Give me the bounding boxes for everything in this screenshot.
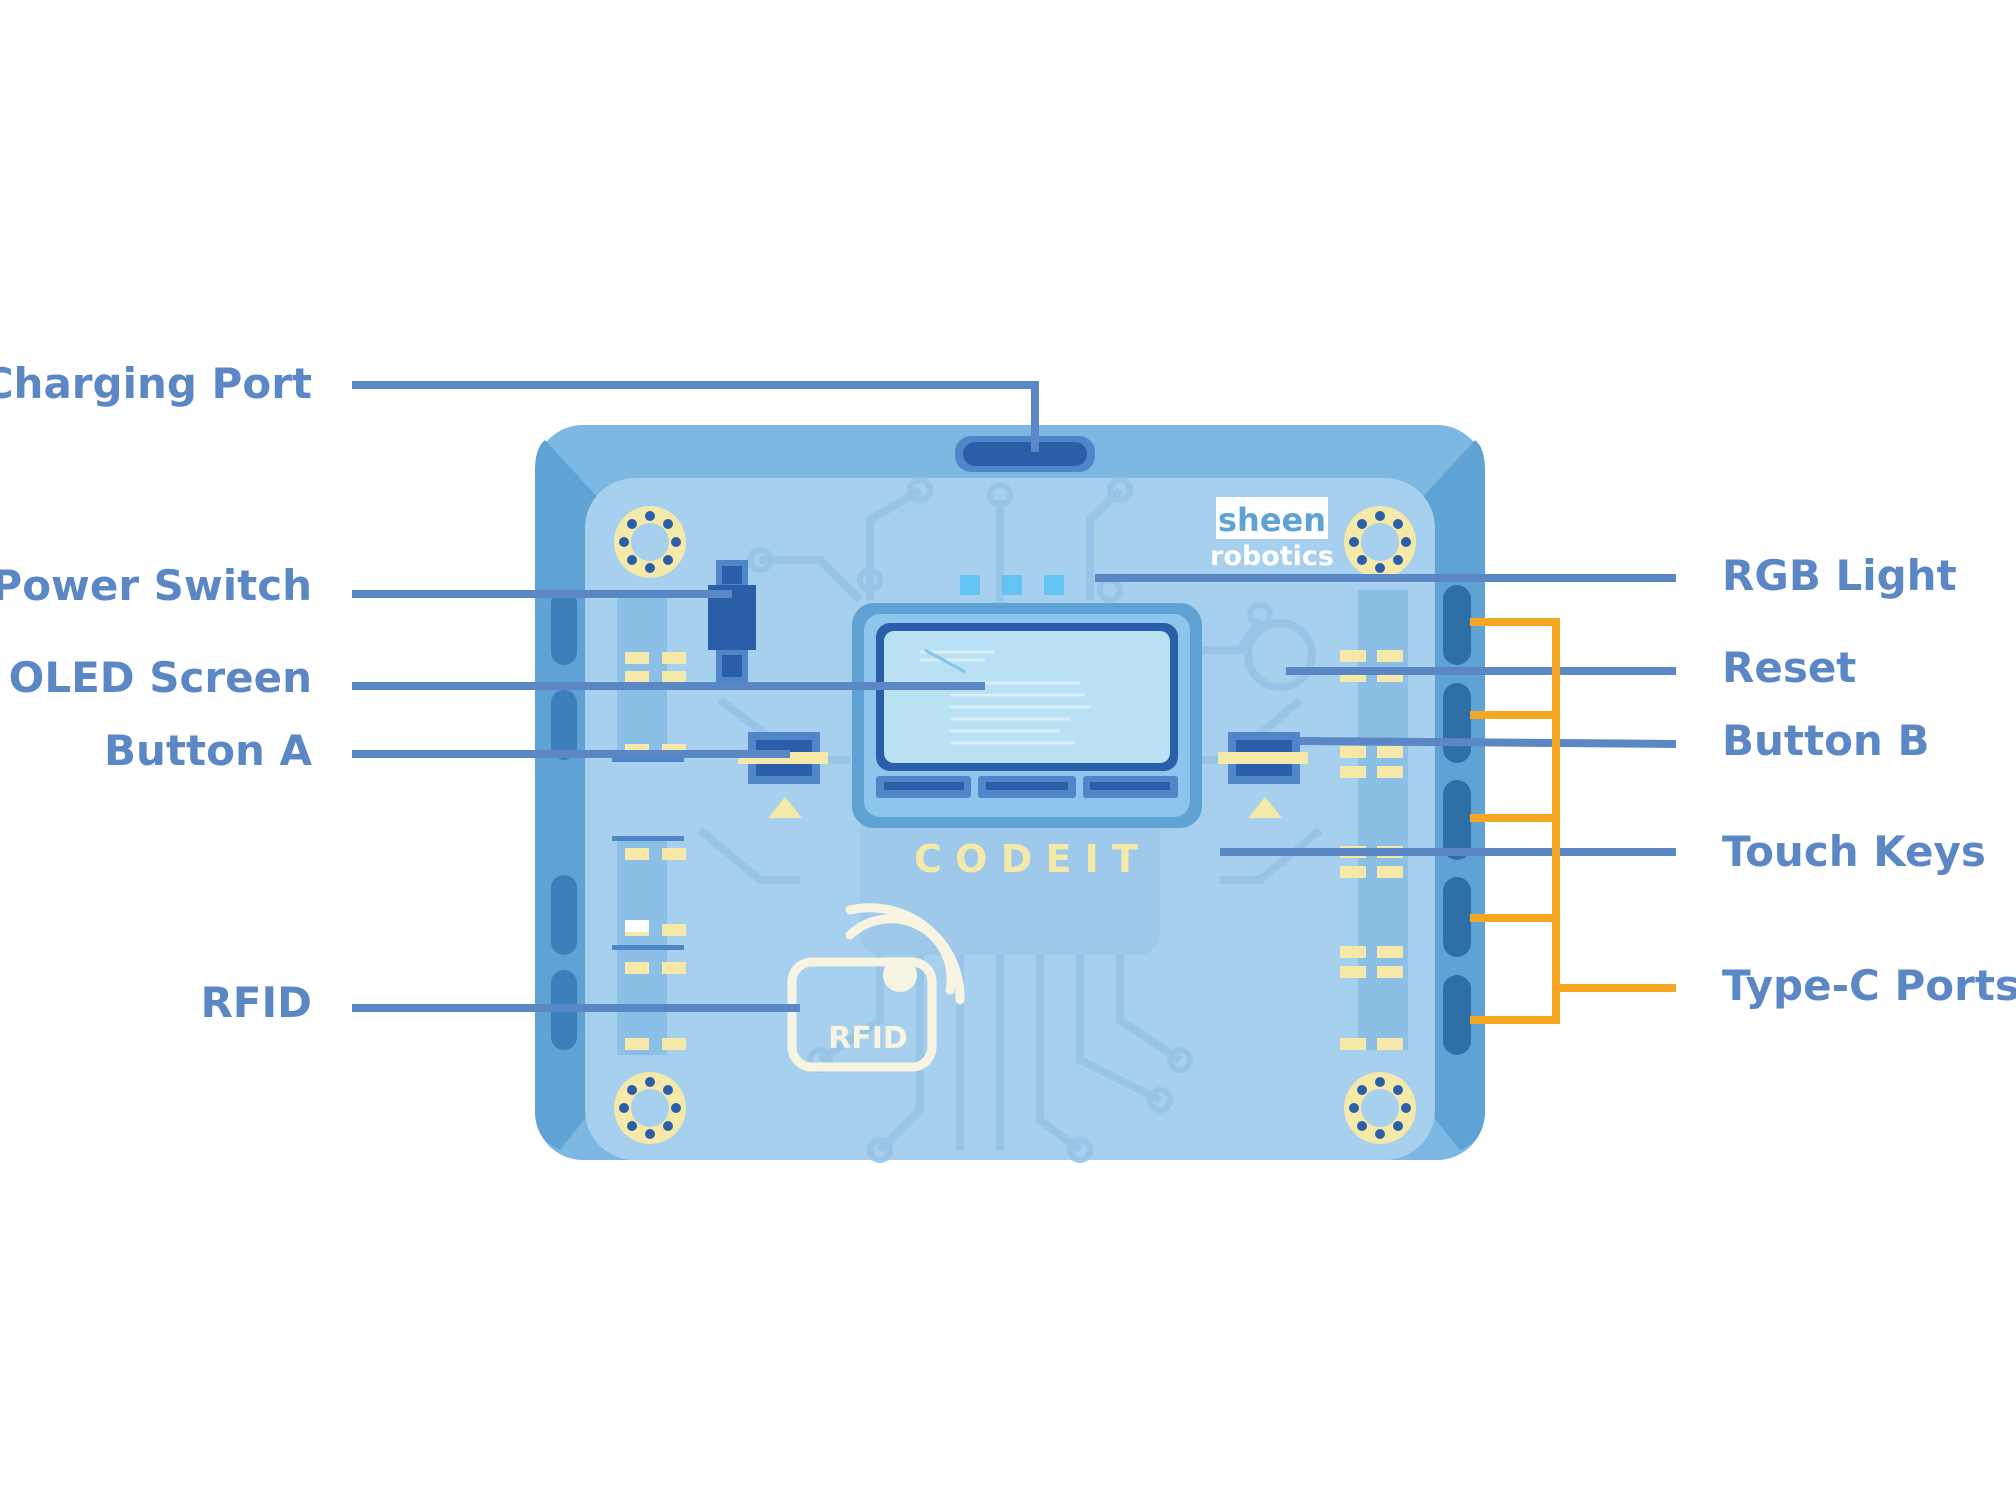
leader-lines [352,381,1677,1012]
oled-content-squiggle [924,648,966,674]
mount-hole-icon [1344,1072,1416,1144]
charging-port-slot [963,442,1087,466]
label-charging-port: Charging Port [0,359,312,408]
mount-hole-icon [614,1072,686,1144]
mount-hole-icon [1344,506,1416,578]
screen-touch-bars [876,776,1178,798]
type-c-port[interactable] [1443,780,1471,860]
leader-button-b [1299,737,1677,748]
reset-button[interactable] [1244,619,1316,691]
brand-top: sheen [1218,501,1326,539]
label-power-switch: Power Switch [0,561,312,610]
label-type-c-ports: Type-C Ports [1722,961,2016,1010]
rfid-module: RFID [787,903,965,1072]
button-b[interactable] [1218,732,1308,784]
label-reset: Reset [1722,643,1856,692]
brand-bottom: robotics [1210,541,1334,572]
rfid-waves-icon [845,903,965,1005]
silkscreen-text: C O D E I T [914,837,1138,881]
rgb-light [960,575,1064,595]
left-labels: Charging Port Power Switch OLED Screen B… [0,359,312,1027]
type-c-port[interactable] [1443,683,1471,763]
triangle-up-icon [768,797,802,818]
brand-logo-box [1216,497,1328,539]
left-edge-slots [551,590,577,1050]
label-button-a: Button A [104,726,312,775]
label-rfid: RFID [200,978,312,1027]
label-touch-keys: Touch Keys [1722,827,1986,876]
oled-content [920,650,1090,745]
label-rgb-light: RGB Light [1722,551,1957,600]
triangle-up-icon [1248,797,1282,818]
type-c-port[interactable] [1443,975,1471,1055]
type-c-ports [1443,585,1471,1055]
rfid-tag-text: RFID [828,1021,908,1056]
type-c-port[interactable] [1443,877,1471,957]
type-c-bracket [1470,618,1676,1024]
circuit-pads [747,477,1273,1163]
label-button-b: Button B [1722,716,1929,765]
oled-screen [852,603,1202,828]
board: sheen robotics [535,425,1485,1163]
right-labels: RGB Light Reset Button B Touch Keys Type… [1722,551,2016,1010]
left-connector-strip [612,598,686,1055]
type-c-port[interactable] [1443,585,1471,665]
mount-hole-icon [614,506,686,578]
label-oled-screen: OLED Screen [9,653,312,702]
leader-charging-port [352,381,1039,452]
